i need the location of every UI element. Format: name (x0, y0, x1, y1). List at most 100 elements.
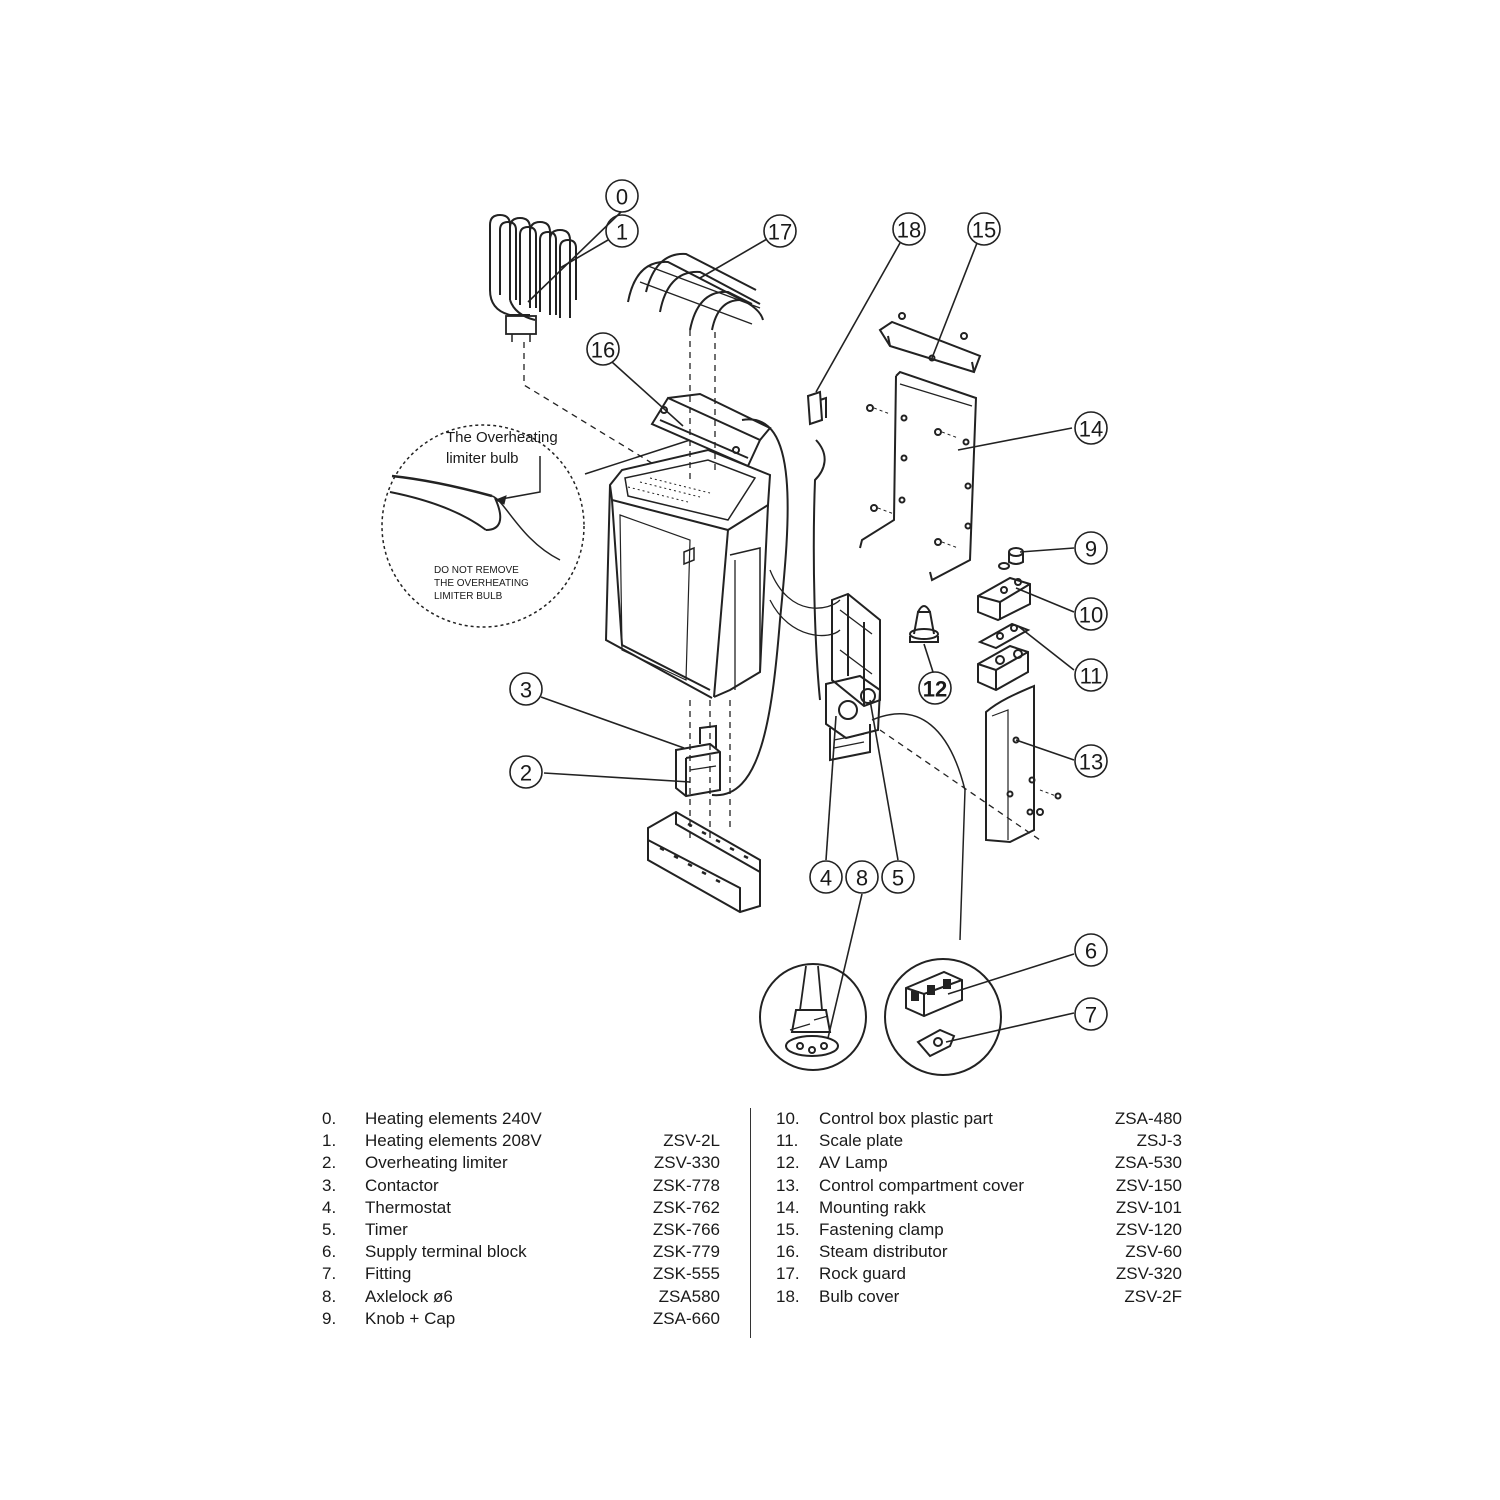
base-rail-drawing (647, 810, 761, 914)
heating-elements-drawing (489, 213, 656, 466)
callout-7: 7 (1085, 1003, 1097, 1028)
part-number: 12. (776, 1153, 800, 1173)
callout-1: 1 (616, 220, 628, 245)
part-name: Heating elements 240V (365, 1109, 542, 1128)
exploded-parts-diagram: 0 1 2 3 4 5 6 7 8 9 10 11 12 13 14 15 16… (381, 179, 1108, 1076)
warning-line2: THE OVERHEATING (434, 578, 529, 589)
part-name: Axlelock ø6 (365, 1286, 453, 1306)
part-number: 11. (776, 1131, 799, 1151)
part-name: Rock guard (819, 1264, 906, 1284)
part-code: ZSV-320 (1115, 1264, 1182, 1284)
part-number: 1. (322, 1131, 337, 1151)
leader-lines (527, 211, 1075, 1043)
part-number: 5. (322, 1219, 337, 1239)
list-item: 17. Rock guard ZSV-320 (776, 1263, 1182, 1285)
callout-9: 9 (1085, 537, 1097, 562)
list-item: 11. Scale plate ZSJ-3 (776, 1130, 1182, 1152)
terminal-block-detail-drawing (884, 958, 1002, 1076)
part-code: ZSV-2F (1124, 1286, 1182, 1306)
part-number: 8. (322, 1286, 337, 1306)
part-code: ZSK-766 (652, 1219, 720, 1239)
part-name: Thermostat (365, 1197, 451, 1217)
list-item: 9. Knob + Cap ZSA-660 (322, 1308, 720, 1330)
parts-list-left: 0. Heating elements 240V 1. Heating elemen… (322, 1108, 720, 1330)
part-code: ZSK-779 (652, 1242, 720, 1262)
part-number: 0. (322, 1109, 337, 1128)
fastening-clamp-drawing (878, 312, 982, 374)
callout-16: 16 (591, 338, 615, 363)
part-number: 17. (776, 1264, 800, 1284)
list-item: 16. Steam distributor ZSV-60 (776, 1241, 1182, 1263)
callout-18: 18 (897, 218, 921, 243)
part-code: ZSJ-3 (1136, 1131, 1182, 1151)
part-name: Overheating limiter (365, 1153, 508, 1173)
list-item: 18. Bulb cover ZSV-2F (776, 1286, 1182, 1308)
part-code: ZSK-762 (652, 1197, 720, 1217)
callout-5: 5 (892, 866, 904, 891)
part-code: ZSV-120 (1115, 1219, 1182, 1239)
part-name: Control compartment cover (819, 1175, 1025, 1195)
part-name: Steam distributor (819, 1242, 948, 1262)
knob-drawing (998, 547, 1024, 570)
callout-11: 11 (1080, 664, 1103, 689)
part-code: ZSA-660 (652, 1308, 720, 1328)
control-box-drawing (825, 592, 1041, 941)
rock-guard-drawing (627, 252, 764, 480)
callout-8: 8 (856, 866, 868, 891)
list-item: 3. Contactor ZSK-778 (322, 1175, 720, 1197)
part-name: Bulb cover (819, 1286, 900, 1306)
part-code: ZSK-555 (652, 1264, 720, 1284)
lower-control-box-drawing (977, 644, 1029, 692)
part-code: ZSA-530 (1114, 1153, 1182, 1173)
warning-line3: LIMITER BULB (434, 591, 503, 602)
list-item: 5. Timer ZSK-766 (322, 1219, 720, 1241)
limiter-bulb-detail-drawing (381, 424, 691, 628)
part-code: ZSK-778 (652, 1175, 720, 1195)
part-number: 2. (322, 1153, 337, 1173)
part-number: 15. (776, 1219, 800, 1239)
list-item: 0. Heating elements 240V (322, 1108, 720, 1130)
part-number: 9. (322, 1308, 337, 1328)
part-number: 16. (776, 1242, 800, 1262)
axlelock-detail-drawing (759, 963, 867, 1071)
callout-14: 14 (1079, 417, 1103, 442)
contactor-drawing (675, 724, 721, 798)
mounting-rack-drawing (859, 370, 978, 582)
callout-13: 13 (1079, 750, 1103, 775)
part-code: ZSV-2L (663, 1131, 720, 1151)
scale-plate-drawing (977, 622, 1031, 650)
part-name: Knob + Cap (365, 1308, 456, 1328)
parts-list-divider (750, 1108, 751, 1338)
steam-distributor-drawing (650, 392, 772, 468)
control-box-plastic-drawing (977, 576, 1031, 622)
callout-2: 2 (520, 761, 532, 786)
callout-4: 4 (820, 866, 832, 891)
part-name: Timer (365, 1219, 408, 1239)
heater-body-drawing (604, 448, 772, 840)
part-number: 18. (776, 1286, 800, 1306)
callout-circles (509, 179, 1108, 1031)
part-name: Heating elements 208V (365, 1131, 542, 1151)
part-code: ZSV-60 (1125, 1242, 1182, 1262)
part-number: 3. (322, 1175, 337, 1195)
bulb-cover-drawing (806, 390, 827, 701)
capillary-tube (711, 418, 789, 797)
part-code: ZSV-150 (1115, 1175, 1182, 1195)
callout-6: 6 (1085, 939, 1097, 964)
part-name: Supply terminal block (365, 1242, 527, 1262)
warning-line1: DO NOT REMOVE (434, 565, 519, 576)
part-code: ZSV-101 (1115, 1197, 1182, 1217)
list-item: 1. Heating elements 208V ZSV-2L (322, 1130, 720, 1152)
part-name: Contactor (365, 1175, 439, 1195)
part-code: ZSA-480 (1114, 1109, 1182, 1128)
part-name: Scale plate (819, 1131, 904, 1151)
